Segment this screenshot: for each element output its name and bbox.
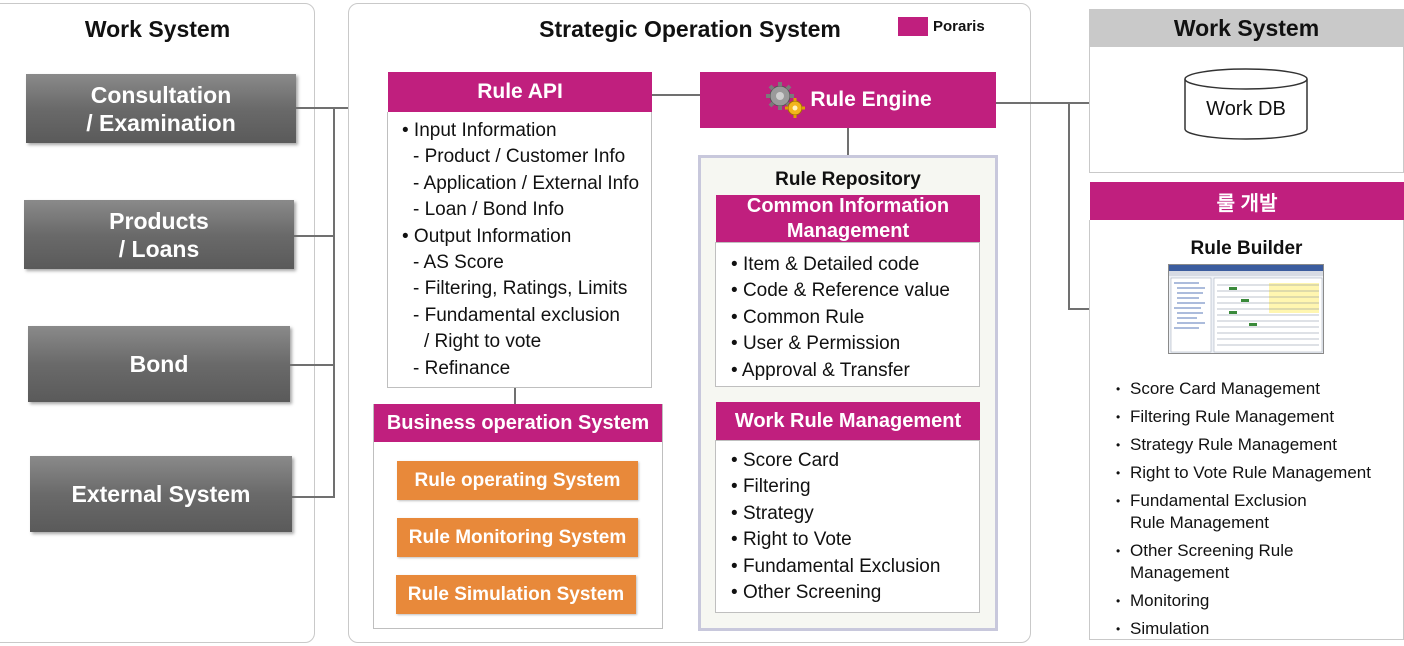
bond-button[interactable]: Bond <box>28 326 290 402</box>
rule-api-item: - Refinance <box>413 357 511 379</box>
rule-builder-title: Rule Builder <box>1190 238 1303 259</box>
work-rule-item: Filtering <box>731 474 976 500</box>
rule-api-item: / Right to vote <box>424 331 542 353</box>
rule-api-item: - Product / Customer Info <box>413 146 626 168</box>
rule-api-item: • Output Information <box>402 225 572 247</box>
rule-api-list: • Input Information - Product / Customer… <box>402 118 650 382</box>
work-rule-item: Other Screening <box>731 580 976 606</box>
center-panel-title: Strategic Operation System <box>539 16 841 42</box>
common-info-item: Item & Detailed code <box>731 252 976 278</box>
rule-simulation-system-button[interactable]: Rule Simulation System <box>396 575 636 614</box>
common-info-item: User & Permission <box>731 331 976 357</box>
rule-builder-item: Other Screening Rule Management <box>1116 540 1320 584</box>
rule-api-header: Rule API <box>388 72 652 112</box>
rule-engine-label: Rule Engine <box>810 88 932 111</box>
external-system-button[interactable]: External System <box>30 456 292 532</box>
connector-line <box>292 496 334 498</box>
rule-api-item: - Loan / Bond Info <box>413 199 565 221</box>
work-rule-item: Fundamental Exclusion <box>731 554 976 580</box>
rule-builder-list: Score Card Management Filtering Rule Man… <box>1116 378 1398 646</box>
legend-label: Poraris <box>933 18 985 35</box>
legend-swatch <box>898 17 928 36</box>
common-info-list: Item & Detailed code Code & Reference va… <box>731 252 976 384</box>
common-info-item: Approval & Transfer <box>731 358 976 384</box>
rule-builder-item: Fundamental Exclusion Rule Management <box>1116 490 1330 534</box>
work-rule-list: Score Card Filtering Strategy Right to V… <box>731 448 976 606</box>
rule-builder-item: Simulation <box>1116 618 1398 640</box>
rule-engine-header[interactable]: Rule Engine <box>700 72 996 128</box>
common-info-item: Code & Reference value <box>731 278 976 304</box>
rule-builder-item: Right to Vote Rule Management <box>1116 462 1398 484</box>
connector-line <box>296 107 388 109</box>
common-info-header: Common Information Management <box>716 195 980 242</box>
business-operation-header: Business operation System <box>374 404 662 442</box>
common-info-item: Common Rule <box>731 305 976 331</box>
right-panel-title: Work System <box>1089 9 1404 47</box>
rule-builder-item: Monitoring <box>1116 590 1398 612</box>
rule-builder-item: Filtering Rule Management <box>1116 406 1398 428</box>
work-rule-header: Work Rule Management <box>716 402 980 440</box>
connector-line <box>1068 102 1070 310</box>
rule-repository-title: Rule Repository <box>775 169 921 190</box>
gears-icon <box>764 80 806 120</box>
rule-api-item: - Application / External Info <box>413 172 640 194</box>
rule-monitoring-system-button[interactable]: Rule Monitoring System <box>397 518 638 557</box>
rule-api-box <box>387 112 652 388</box>
rule-operating-system-button[interactable]: Rule operating System <box>397 461 638 500</box>
left-panel-title: Work System <box>84 16 231 42</box>
rule-builder-item: Strategy Rule Management <box>1116 434 1398 456</box>
connector-line <box>847 128 849 155</box>
connector-line <box>652 94 700 96</box>
work-rule-item: Strategy <box>731 501 976 527</box>
rule-api-item: • Input Information <box>402 120 557 141</box>
work-db-label: Work DB <box>1206 98 1286 120</box>
rule-api-item: - Fundamental exclusion <box>413 304 620 326</box>
consultation-examination-button[interactable]: Consultation / Examination <box>26 74 296 143</box>
rule-api-item: - Filtering, Ratings, Limits <box>413 278 628 300</box>
connector-line <box>514 388 516 404</box>
connector-line <box>333 107 335 498</box>
rule-builder-item: Score Card Management <box>1116 378 1398 400</box>
products-loans-button[interactable]: Products / Loans <box>24 200 294 269</box>
work-rule-item: Score Card <box>731 448 976 474</box>
work-db-cylinder <box>1184 68 1308 140</box>
work-rule-item: Right to Vote <box>731 527 976 553</box>
connector-line <box>290 364 334 366</box>
connector-line <box>294 235 334 237</box>
rule-builder-screenshot <box>1168 264 1324 354</box>
rule-dev-header: 룰 개발 <box>1090 182 1404 220</box>
rule-api-item: - AS Score <box>413 252 504 274</box>
